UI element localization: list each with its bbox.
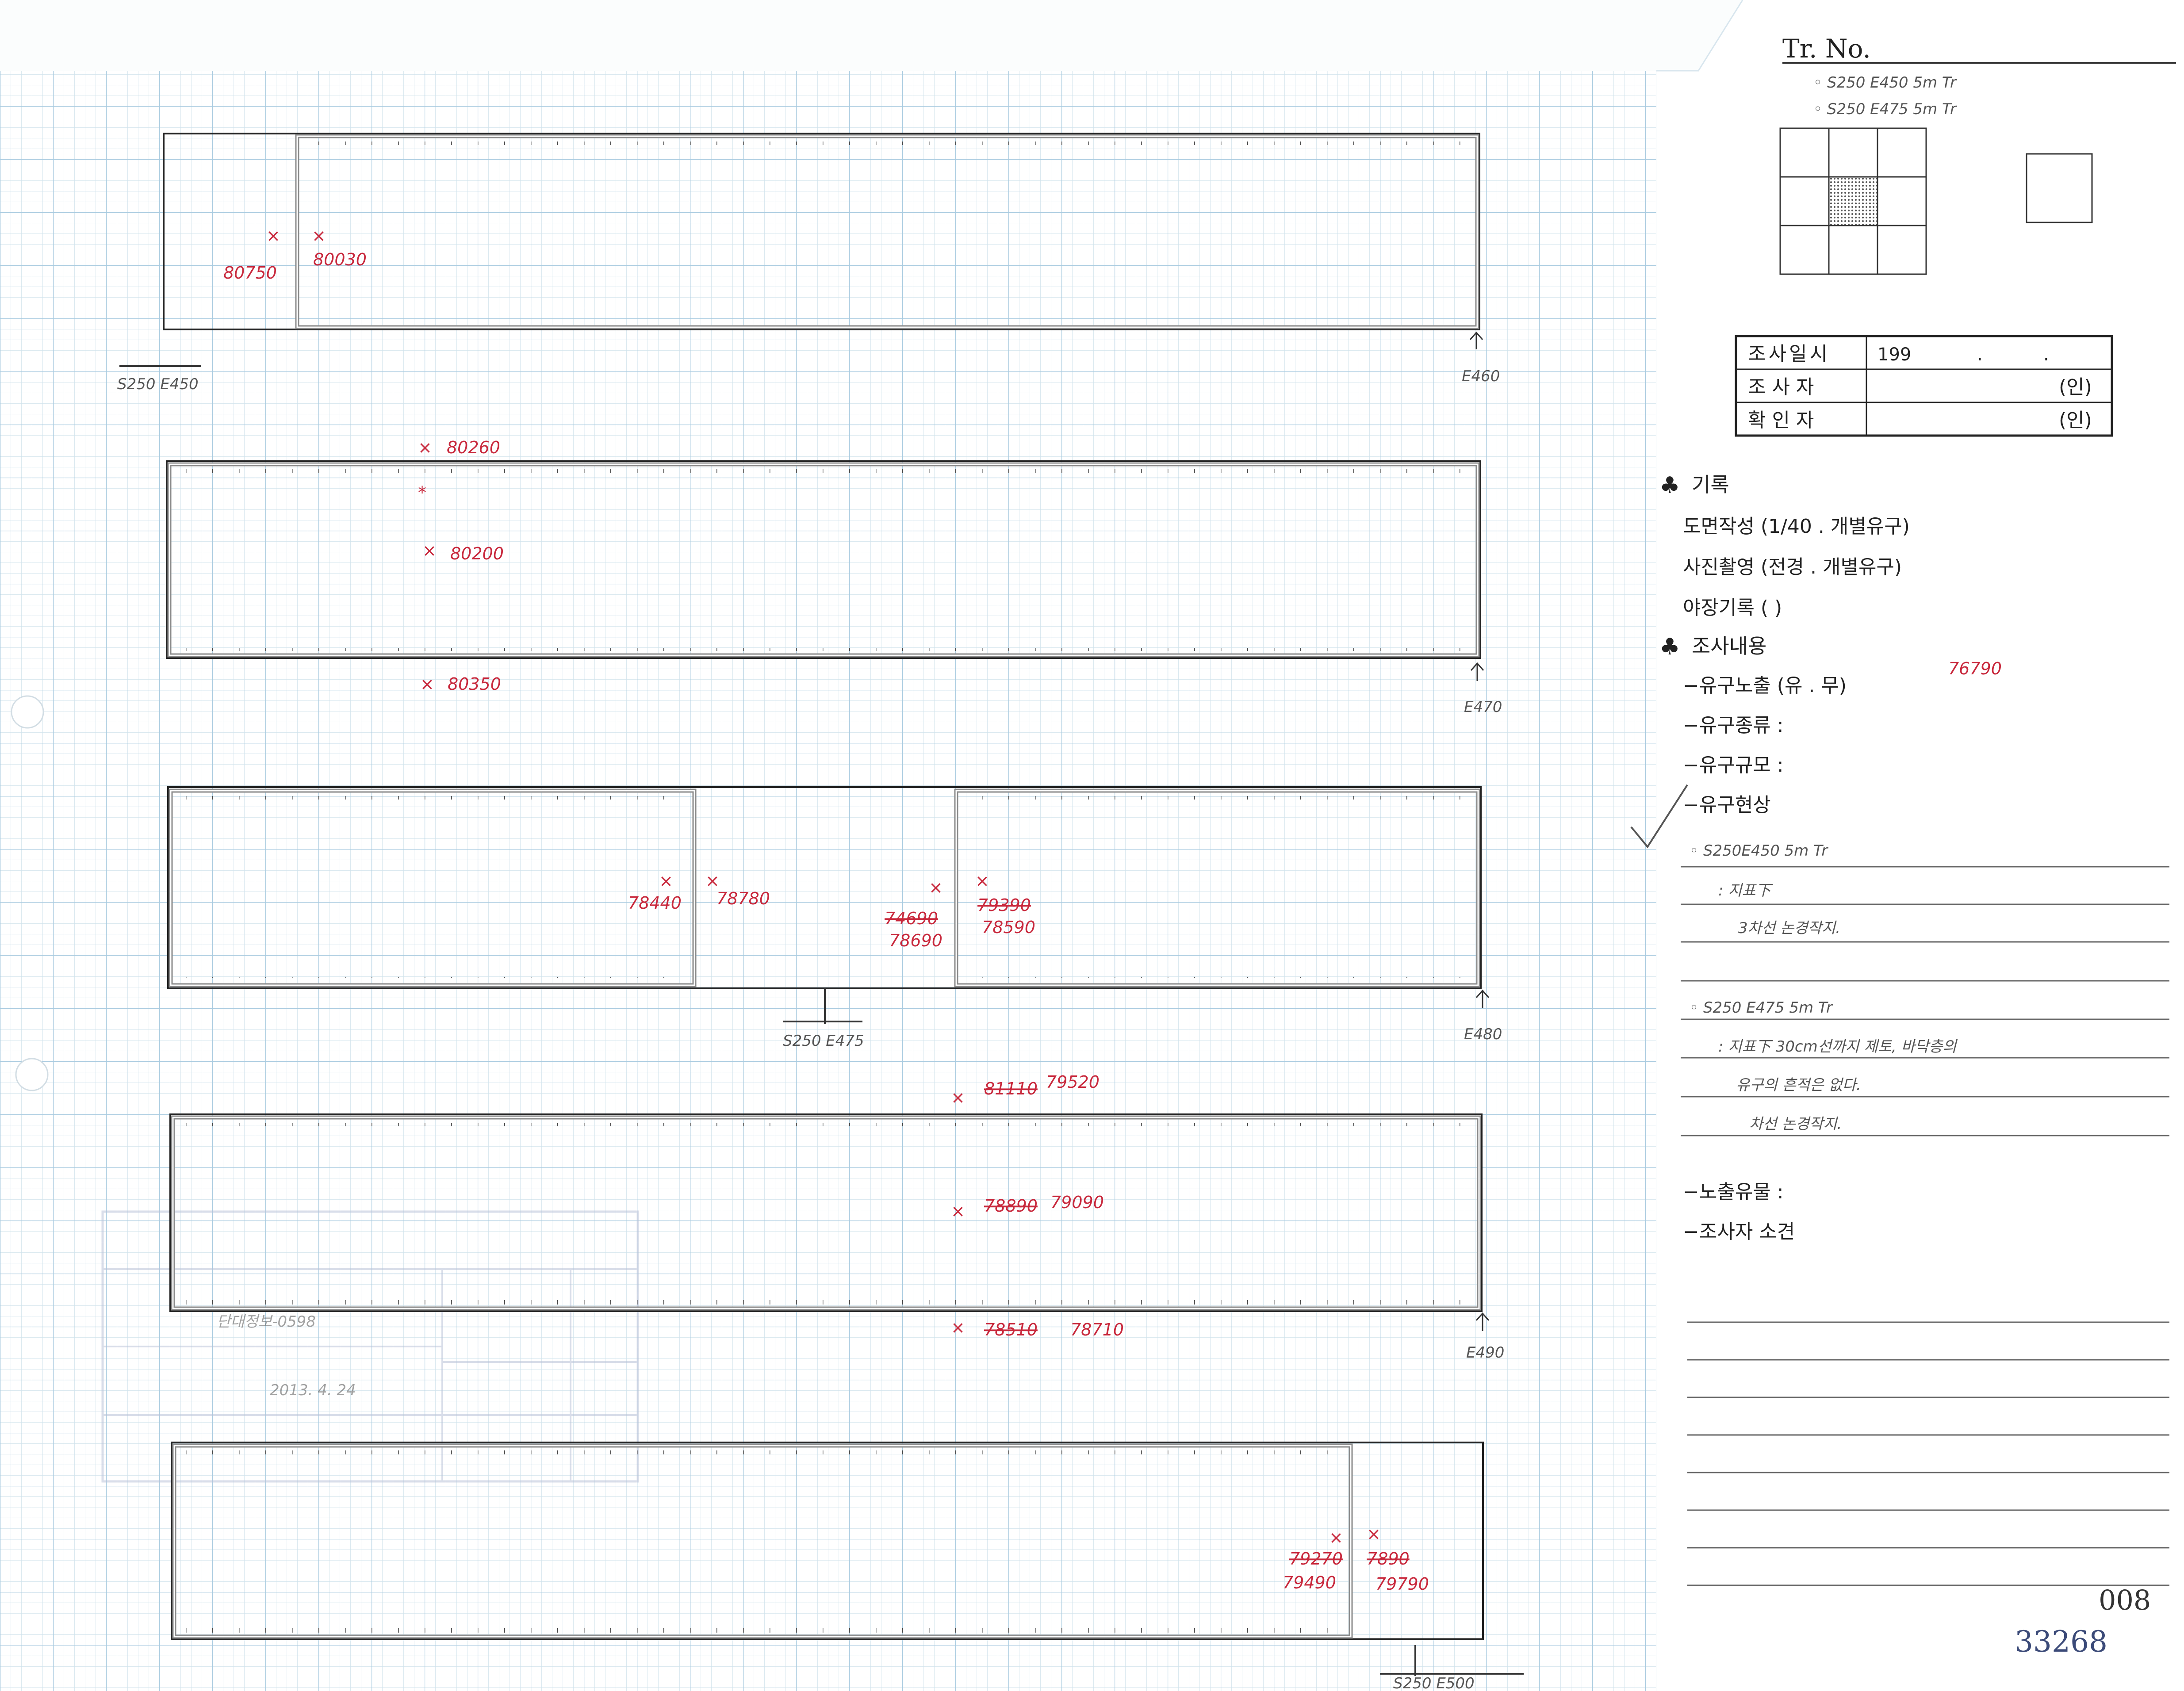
form-label-checker: 확 인 자 [1748, 409, 1814, 432]
point-label: 80200 [450, 544, 504, 563]
section-record: 기록 [1692, 473, 1729, 497]
stamp-code: 단대정보-0598 [217, 1313, 316, 1331]
empty-box [2026, 153, 2093, 223]
form-label-date: 조사일시 [1748, 343, 1830, 365]
strip3-corner-label: S250 E475 [783, 1032, 864, 1050]
form-seal-checker: (인) [2059, 409, 2092, 432]
strip4-end-label: E490 [1466, 1344, 1504, 1362]
trench-strip-1: S250 E450 E460 × × 80750 80030 [117, 133, 1500, 393]
content-item: −유구종류 : [1683, 714, 1784, 737]
trench-strip-5: S250 E500 × × 79270 79490 7890 79790 [171, 1442, 1524, 1691]
point-label: 80750 [223, 263, 277, 283]
point-label: 79090 [1050, 1193, 1104, 1212]
svg-text:×: × [266, 226, 280, 245]
point-label: 79520 [1046, 1072, 1100, 1092]
opinion-label: −조사자 소견 [1683, 1220, 1795, 1243]
svg-text:×: × [951, 1201, 965, 1221]
strip3-end-label: E480 [1464, 1025, 1502, 1043]
point-label: 80030 [313, 250, 367, 269]
club-icon: ♣ [1659, 472, 1680, 499]
punch-hole-bottom [15, 1058, 49, 1091]
date-separator: . [2043, 344, 2049, 365]
form-value-date: 199 [1877, 344, 1911, 365]
svg-text:×: × [418, 438, 432, 457]
point-label: 80260 [447, 438, 500, 457]
trench-strip-3: S250 E475 E480 × 78440 × 78780 × 74690 7… [167, 786, 1502, 1050]
svg-text:×: × [975, 871, 989, 891]
trench-strip-2: E470 × 80260 ⁎ × 80200 × 80350 [166, 438, 1502, 716]
point-label: 79490 [1283, 1573, 1336, 1592]
struck-point-label: 7890 [1367, 1549, 1410, 1569]
hand-note: : 지표下 [1718, 882, 1773, 899]
struck-point-label: 78510 [984, 1320, 1038, 1339]
location-grid [1779, 127, 1927, 275]
hand-note: ◦ S250 E475 5m Tr [1690, 999, 1833, 1017]
trench-strip-4: E490 × 81110 79520 × 78890 79090 × 78510… [169, 1072, 1504, 1362]
point-label: 78440 [628, 893, 682, 913]
record-item: 사진촬영 (전경 . 개별유구) [1683, 556, 1902, 578]
hand-note: : 지표下 30cm선까지 제토, 바닥층의 [1718, 1038, 1958, 1056]
svg-text:×: × [422, 541, 437, 560]
content-item: −유구규모 : [1683, 754, 1784, 777]
struck-point-label: 78890 [984, 1196, 1038, 1216]
struck-point-label: 79390 [977, 895, 1031, 915]
section-content: 조사내용 [1692, 634, 1766, 658]
exposed-relics-label: −노출유물 : [1683, 1181, 1784, 1203]
strip2-end-label: E470 [1464, 698, 1502, 716]
content-item: −유구현상 [1683, 794, 1771, 816]
trench-note: ◦ S250 E450 5m Tr [1813, 74, 1957, 92]
point-label: 78780 [717, 889, 770, 908]
trench-note: ◦ S250 E475 5m Tr [1813, 100, 1957, 118]
strip1-corner-label: S250 E450 [117, 375, 199, 393]
page-number: 008 [2099, 1584, 2151, 1616]
form-label-investigator: 조 사 자 [1748, 376, 1814, 398]
hand-note: 유구의 흔적은 없다. [1736, 1076, 1861, 1094]
struck-point-label: 81110 [984, 1079, 1038, 1098]
serial-number: 33268 [2015, 1625, 2107, 1659]
strip1-end-label: E460 [1462, 367, 1500, 385]
strip5-corner-label: S250 E500 [1393, 1675, 1475, 1691]
hand-note: ◦ S250E450 5m Tr [1690, 842, 1828, 860]
archive-stamp: 단대정보-0598 2013. 4. 24 [101, 1210, 639, 1483]
svg-text:×: × [705, 871, 720, 891]
content-note: 76790 [1948, 659, 2002, 678]
svg-text:×: × [951, 1088, 965, 1107]
svg-text:×: × [659, 871, 673, 891]
check-mark-icon [1630, 784, 1688, 849]
svg-text:×: × [420, 674, 434, 694]
svg-text:×: × [929, 878, 943, 897]
struck-point-label: 79270 [1289, 1549, 1343, 1569]
point-label: 79790 [1376, 1574, 1429, 1594]
stamp-date: 2013. 4. 24 [270, 1381, 356, 1399]
hand-note: 차선 논경작지. [1749, 1115, 1842, 1133]
hand-note: 3차선 논경작지. [1738, 919, 1840, 937]
date-separator: . [1977, 344, 1983, 365]
point-label: 78590 [982, 918, 1035, 937]
form-seal-investigator: (인) [2059, 376, 2092, 398]
point-label: 78690 [889, 931, 943, 950]
svg-text:×: × [1367, 1524, 1381, 1544]
club-icon: ♣ [1659, 634, 1680, 660]
tr-no-label: Tr. No. [1782, 34, 1871, 64]
svg-text:×: × [951, 1318, 965, 1337]
point-label: 78710 [1070, 1320, 1124, 1339]
svg-text:×: × [1329, 1528, 1343, 1547]
record-panel: Tr. No. ◦ S250 E450 5m Tr ◦ S250 E475 5m… [1630, 34, 2176, 1659]
svg-text:×: × [312, 226, 326, 245]
svg-text:⁎: ⁎ [418, 478, 426, 497]
content-item: −유구노출 (유 . 무) [1683, 674, 1847, 697]
record-item: 야장기록 ( ) [1683, 597, 1782, 619]
record-item: 도면작성 (1/40 . 개별유구) [1683, 515, 1910, 538]
survey-info-table: 조사일시 199 . . 조 사 자 (인) 확 인 자 (인) [1735, 335, 2113, 437]
point-label: 80350 [448, 674, 501, 694]
struck-point-label: 74690 [885, 909, 938, 928]
punch-hole-top [11, 695, 44, 729]
